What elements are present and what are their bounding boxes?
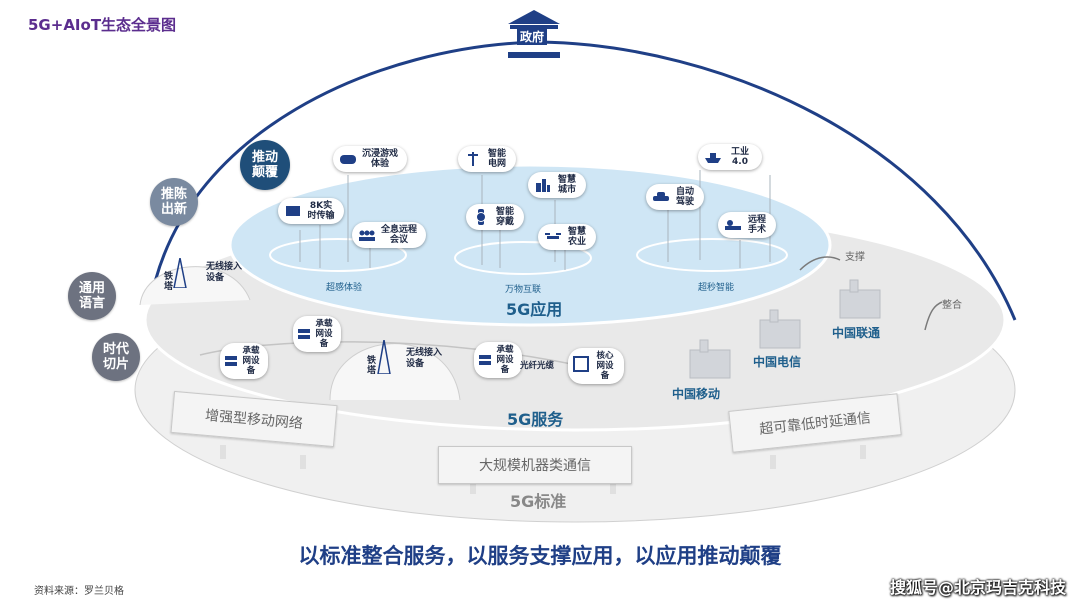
- side-bubble-slice: 时代切片: [92, 333, 140, 381]
- access-label-left: 无线接入设备: [206, 262, 243, 283]
- fiber-label: 光纤光缆: [520, 361, 555, 371]
- access-label-center: 无线接入设备: [406, 348, 443, 369]
- app-farm-label: 智慧农业: [567, 227, 586, 247]
- side-bubble-disrupt-label: 推动颠覆: [251, 150, 278, 180]
- app-drive-label: 自动驾驶: [675, 187, 694, 207]
- app-industry-label: 工业 4.0: [730, 147, 749, 167]
- bearer-device-3: 承载网设备: [474, 342, 522, 378]
- app-wearable: 智能穿戴: [466, 204, 524, 230]
- page-title: 5G+AIoT生态全景图: [28, 16, 177, 34]
- band-ring-sense: [269, 238, 407, 272]
- tv-icon: [283, 201, 303, 221]
- watermark: 搜狐号@北京玛吉克科技: [889, 578, 1066, 597]
- app-game: 沉浸游戏体验: [333, 146, 407, 172]
- surgery-icon: [723, 215, 743, 235]
- drone-icon: [543, 227, 563, 247]
- tower-icon-center: [377, 339, 391, 375]
- server-icon: [478, 351, 492, 370]
- bearer-device-1-label: 承载网设备: [242, 346, 260, 376]
- core-network-label: 核心网设备: [596, 351, 614, 381]
- layer-title-application: 5G应用: [506, 300, 563, 319]
- side-bubble-language: 通用语言: [68, 272, 116, 320]
- core-icon: [572, 355, 590, 377]
- operator-china-unicom: 中国联通: [832, 326, 881, 340]
- app-meeting: 全息远程会议: [352, 222, 426, 248]
- power-pole-icon: [463, 149, 483, 169]
- core-network-device: 核心网设备: [568, 348, 624, 384]
- standard-mmtc: 大规模机器类通信: [438, 446, 632, 484]
- app-farm: 智慧农业: [538, 224, 596, 250]
- standard-urllc-label: 超可靠低时延通信: [758, 410, 872, 438]
- server-icon: [224, 352, 238, 371]
- tower-icon-left: [173, 257, 187, 289]
- bearer-device-1: 承载网设备: [220, 343, 268, 379]
- app-grid-label: 智能电网: [487, 149, 506, 169]
- tower-dome-left: [139, 266, 251, 306]
- tower-dome-center: [329, 343, 461, 401]
- integrate-label: 整合: [942, 300, 962, 311]
- government-label: 政府: [517, 28, 548, 45]
- app-surgery: 远程手术: [718, 212, 776, 238]
- watch-icon: [471, 207, 491, 227]
- bearer-device-3-label: 承载网设备: [496, 345, 514, 375]
- side-bubble-disrupt: 推动颠覆: [240, 140, 290, 190]
- app-8k-video: 8K实时传输: [278, 198, 344, 224]
- city-icon: [533, 175, 553, 195]
- app-meeting-label: 全息远程会议: [380, 225, 417, 245]
- band-label-speed: 超秒智能: [698, 283, 735, 293]
- bearer-device-2-label: 承载网设备: [315, 319, 333, 349]
- operator-china-mobile: 中国移动: [672, 387, 721, 401]
- bearer-device-2: 承载网设备: [293, 316, 341, 352]
- band-ring-iot: [454, 241, 592, 275]
- band-label-sense: 超感体验: [326, 283, 363, 293]
- standard-mmtc-label: 大规模机器类通信: [479, 458, 591, 474]
- layer-title-service: 5G服务: [507, 410, 564, 429]
- side-bubble-slice-label: 时代切片: [102, 342, 129, 372]
- app-surgery-label: 远程手术: [747, 215, 766, 235]
- operator-buildings: [689, 279, 881, 379]
- support-arrow: [799, 256, 841, 271]
- side-bubble-renew: 推陈出新: [150, 178, 198, 226]
- band-ring-speed: [636, 238, 788, 272]
- app-city-label: 智慧城市: [557, 175, 576, 195]
- car-icon: [651, 187, 671, 207]
- ship-icon: [703, 147, 723, 167]
- government-building-icon: [506, 8, 562, 60]
- side-bubble-renew-label: 推陈出新: [160, 187, 187, 217]
- layer-title-standard: 5G标准: [510, 492, 567, 511]
- app-drive: 自动驾驶: [646, 184, 704, 210]
- band-label-iot: 万物互联: [505, 285, 542, 295]
- app-city: 智慧城市: [528, 172, 586, 198]
- app-grid: 智能电网: [458, 146, 516, 172]
- people-icon: [357, 225, 377, 245]
- app-game-label: 沉浸游戏体验: [361, 149, 398, 169]
- slogan: 以标准整合服务，以服务支撑应用，以应用推动颠覆: [298, 544, 782, 568]
- source-note: 资料来源：罗兰贝格: [34, 586, 124, 597]
- gamepad-icon: [338, 149, 358, 169]
- app-wearable-label: 智能穿戴: [495, 207, 514, 227]
- integrate-arrow: [924, 301, 943, 331]
- tower-label-center: 铁塔: [367, 356, 377, 376]
- side-bubble-language-label: 通用语言: [78, 281, 105, 311]
- app-industry: 工业 4.0: [698, 144, 762, 170]
- support-label: 支撑: [845, 252, 865, 263]
- operator-china-telecom: 中国电信: [753, 355, 802, 369]
- server-icon: [297, 325, 311, 344]
- standard-embb-label: 增强型移动网络: [204, 407, 304, 433]
- app-8k-video-label: 8K实时传输: [307, 201, 335, 221]
- tower-label-left: 铁塔: [164, 272, 174, 292]
